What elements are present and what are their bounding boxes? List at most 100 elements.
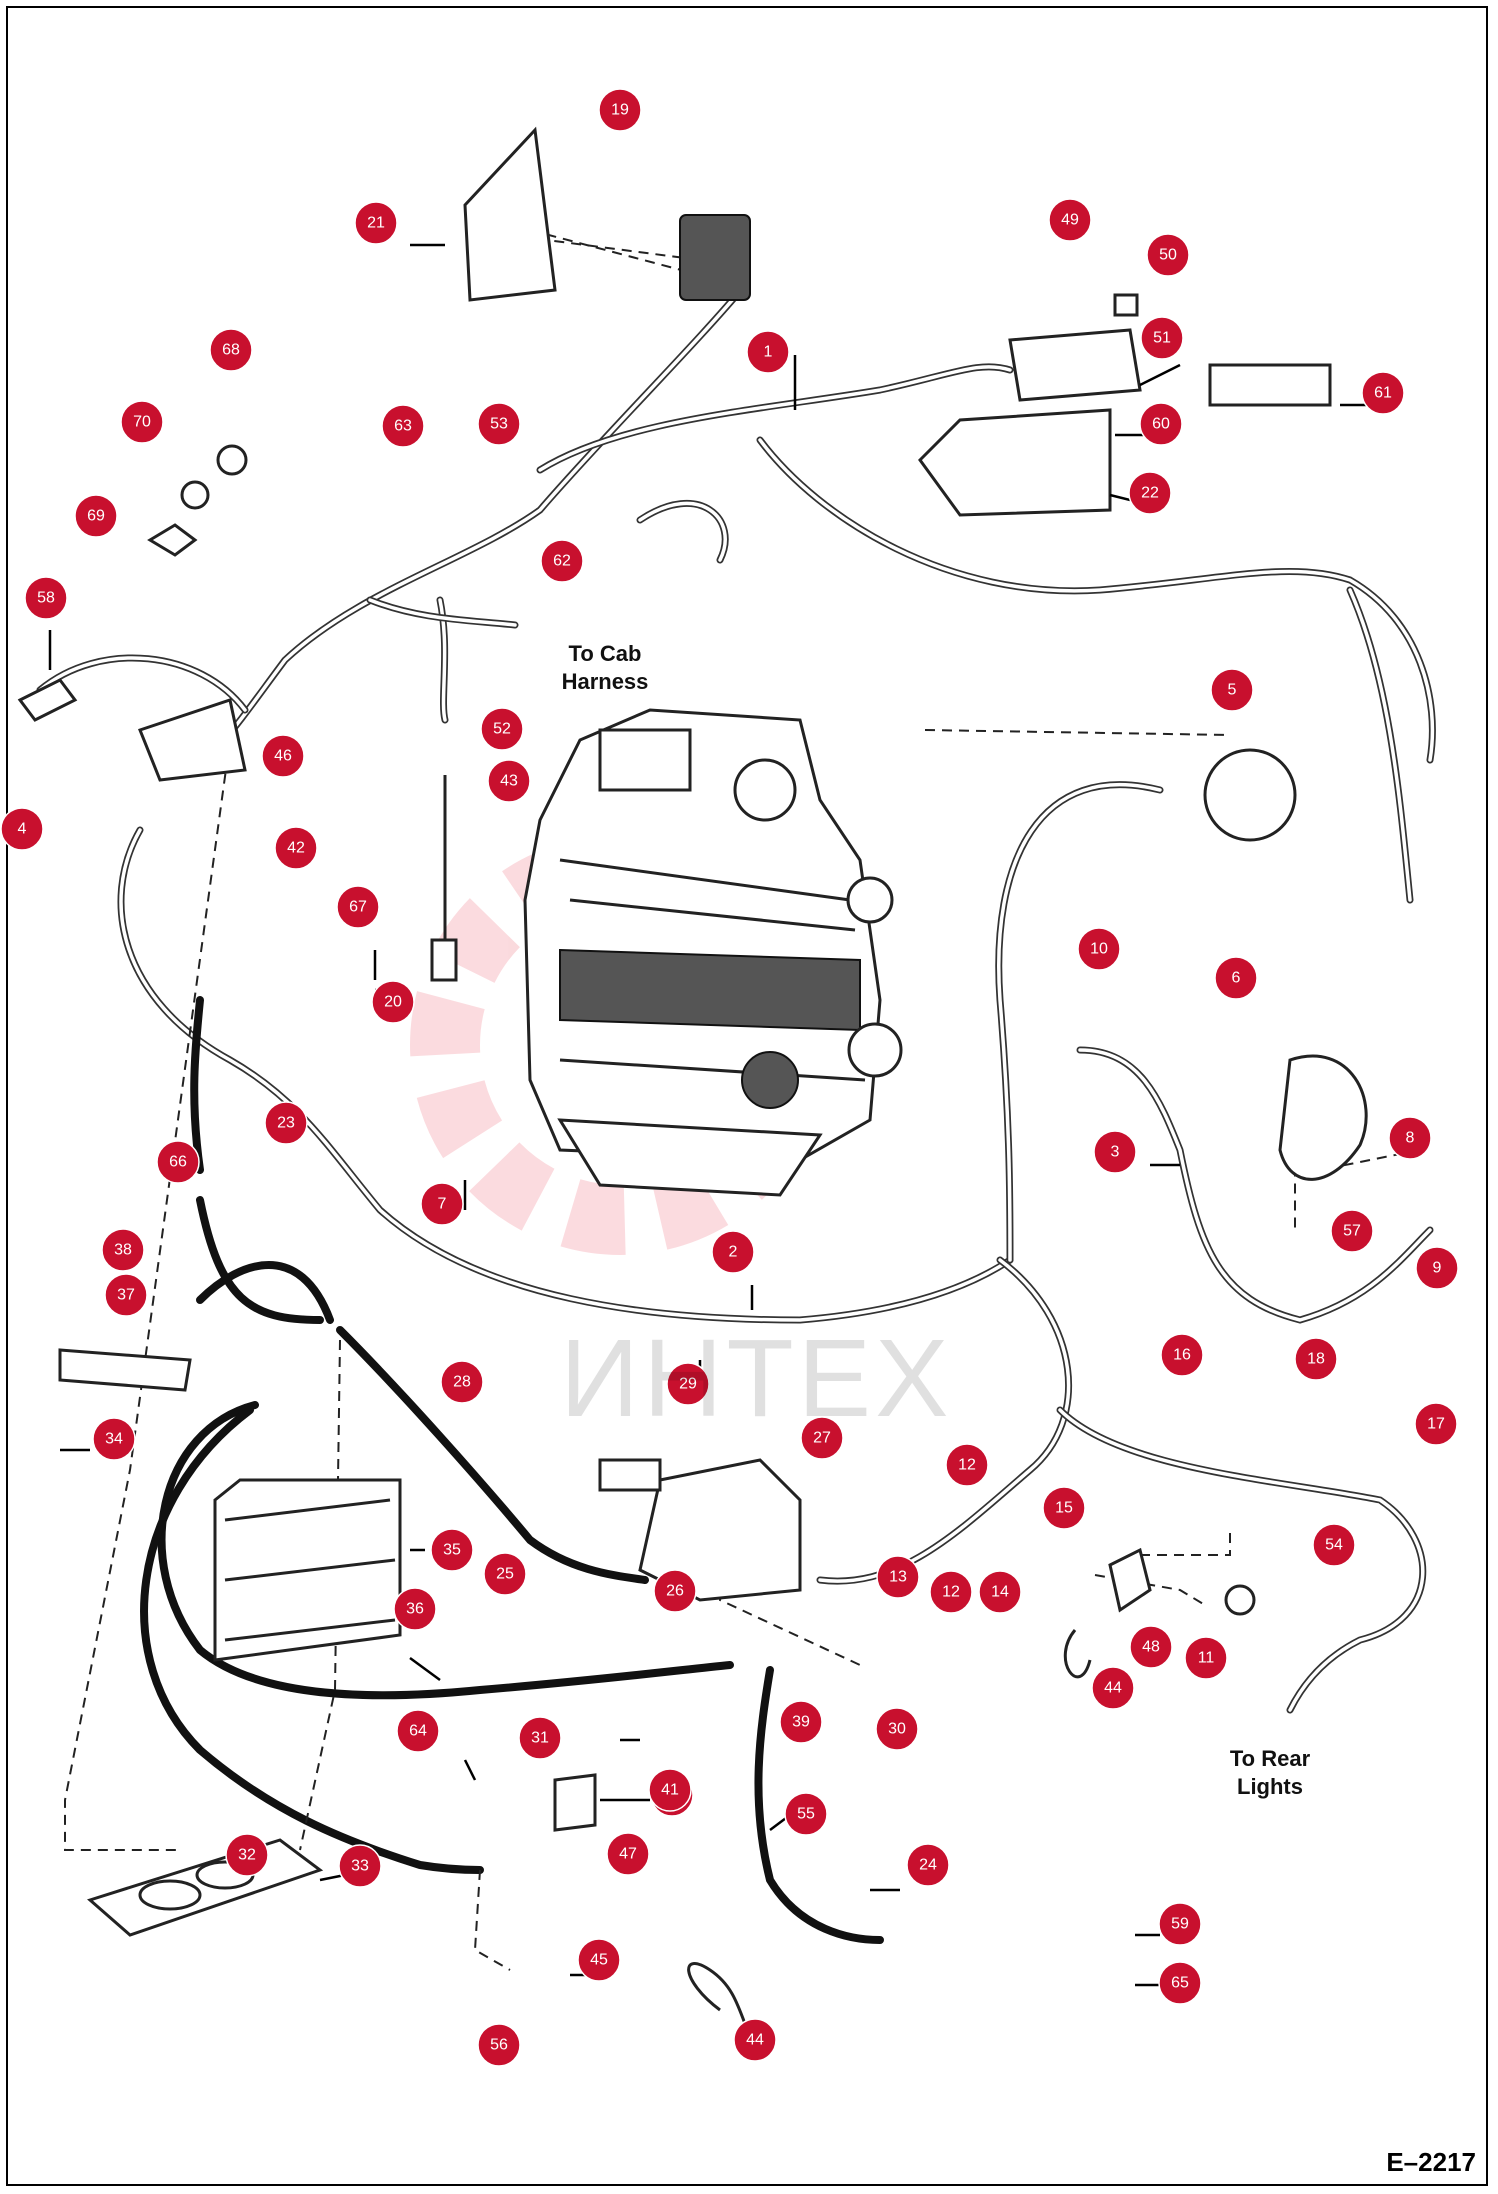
battery-bracket-36 — [58, 1348, 192, 1392]
callout-number: 43 — [500, 773, 518, 790]
callout-marker — [0, 807, 44, 851]
callout-14: 14 — [978, 1570, 1022, 1614]
callout-number: 3 — [1111, 1144, 1120, 1161]
callout-24: 24 — [906, 1843, 950, 1887]
callout-marker — [945, 1443, 989, 1487]
callout-marker — [577, 1938, 621, 1982]
callout-marker — [24, 576, 68, 620]
callout-number: 26 — [666, 1583, 684, 1600]
callout-marker — [104, 1273, 148, 1317]
components — [17, 126, 1368, 2061]
callout-marker — [420, 1182, 464, 1226]
callout-marker — [518, 1716, 562, 1760]
callout-number: 27 — [813, 1430, 831, 1447]
callout-marker — [906, 1843, 950, 1887]
callout-number: 60 — [1152, 416, 1170, 433]
callout-number: 47 — [619, 1846, 637, 1863]
callout-marker — [225, 1833, 269, 1877]
callout-68: 68 — [209, 328, 253, 372]
callout-58: 58 — [24, 576, 68, 620]
callout-number: 24 — [919, 1857, 937, 1874]
callout-marker — [483, 1552, 527, 1596]
callout-marker — [92, 1417, 136, 1461]
callout-2: 2 — [711, 1230, 755, 1274]
callout-38: 38 — [101, 1228, 145, 1272]
callout-marker — [1077, 927, 1121, 971]
callout-marker — [338, 1844, 382, 1888]
callout-61: 61 — [1361, 371, 1405, 415]
callout-number: 66 — [169, 1154, 187, 1171]
callout-number: 12 — [942, 1584, 960, 1601]
callout-7: 7 — [420, 1182, 464, 1226]
callout-marker — [1048, 198, 1092, 242]
callout-64: 64 — [396, 1709, 440, 1753]
callout-49: 49 — [1048, 198, 1092, 242]
callout-44: 44 — [1091, 1666, 1135, 1710]
callout-marker — [929, 1570, 973, 1614]
callout-marker — [101, 1228, 145, 1272]
callout-number: 36 — [406, 1601, 424, 1618]
callout-47: 47 — [606, 1832, 650, 1876]
ecu-22 — [918, 408, 1112, 517]
callout-marker — [1158, 1902, 1202, 1946]
main-harness — [36, 281, 1436, 904]
callout-number: 34 — [105, 1431, 123, 1448]
callout-marker — [1140, 316, 1184, 360]
callout-48: 48 — [1129, 1625, 1173, 1669]
to-cab-harness-label: To Cab Harness — [561, 641, 649, 694]
callout-50: 50 — [1146, 233, 1190, 277]
callout-46: 46 — [261, 734, 305, 778]
callout-6: 6 — [1214, 956, 1258, 1000]
callout-marker — [261, 734, 305, 778]
callout-18: 18 — [1294, 1337, 1338, 1381]
callout-10: 10 — [1077, 927, 1121, 971]
figure-frame — [6, 6, 1488, 2186]
starter-29 — [638, 1458, 802, 1602]
callout-number: 44 — [746, 2032, 764, 2049]
callout-marker — [440, 1360, 484, 1404]
callout-54: 54 — [1312, 1523, 1356, 1567]
callout-number: 8 — [1406, 1130, 1415, 1147]
callout-number: 19 — [611, 102, 629, 119]
key-switch — [138, 698, 247, 782]
clamp-47 — [553, 1773, 597, 1832]
callout-number: 31 — [531, 1730, 549, 1747]
callout-63: 63 — [381, 404, 425, 448]
callout-42: 42 — [274, 826, 318, 870]
callout-marker — [209, 328, 253, 372]
callout-marker — [1139, 402, 1183, 446]
callout-number: 18 — [1307, 1351, 1325, 1368]
callout-marker — [1210, 668, 1254, 712]
callout-marker — [487, 759, 531, 803]
callout-number: 11 — [1198, 1650, 1215, 1667]
callout-number: 17 — [1427, 1416, 1445, 1433]
callout-22: 22 — [1128, 471, 1172, 515]
callout-57: 57 — [1330, 1209, 1374, 1253]
fuel-filter-assembly — [1278, 1054, 1368, 1181]
callout-number: 29 — [679, 1376, 697, 1393]
callout-marker — [648, 1768, 692, 1812]
callout-52: 52 — [480, 707, 524, 751]
callout-39: 39 — [779, 1700, 823, 1744]
callout-number: 9 — [1433, 1260, 1442, 1277]
callout-marker — [120, 400, 164, 444]
callout-number: 23 — [277, 1115, 295, 1132]
callout-35: 35 — [430, 1528, 474, 1572]
callout-23: 23 — [264, 1101, 308, 1145]
callout-marker — [1160, 1333, 1204, 1377]
callout-25: 25 — [483, 1552, 527, 1596]
callout-marker — [393, 1587, 437, 1631]
callout-number: 56 — [490, 2037, 508, 2054]
battery-cables — [140, 996, 884, 1944]
callout-29: 29 — [666, 1362, 710, 1406]
callout-27: 27 — [800, 1416, 844, 1460]
relay-box-51 — [1008, 328, 1142, 402]
callout-number: 25 — [496, 1566, 514, 1583]
callout-marker — [336, 885, 380, 929]
callout-37: 37 — [104, 1273, 148, 1317]
callout-number: 50 — [1159, 247, 1177, 264]
callout-28: 28 — [440, 1360, 484, 1404]
callout-marker — [1184, 1636, 1228, 1680]
callout-number: 58 — [37, 590, 55, 607]
callout-number: 33 — [351, 1858, 369, 1875]
